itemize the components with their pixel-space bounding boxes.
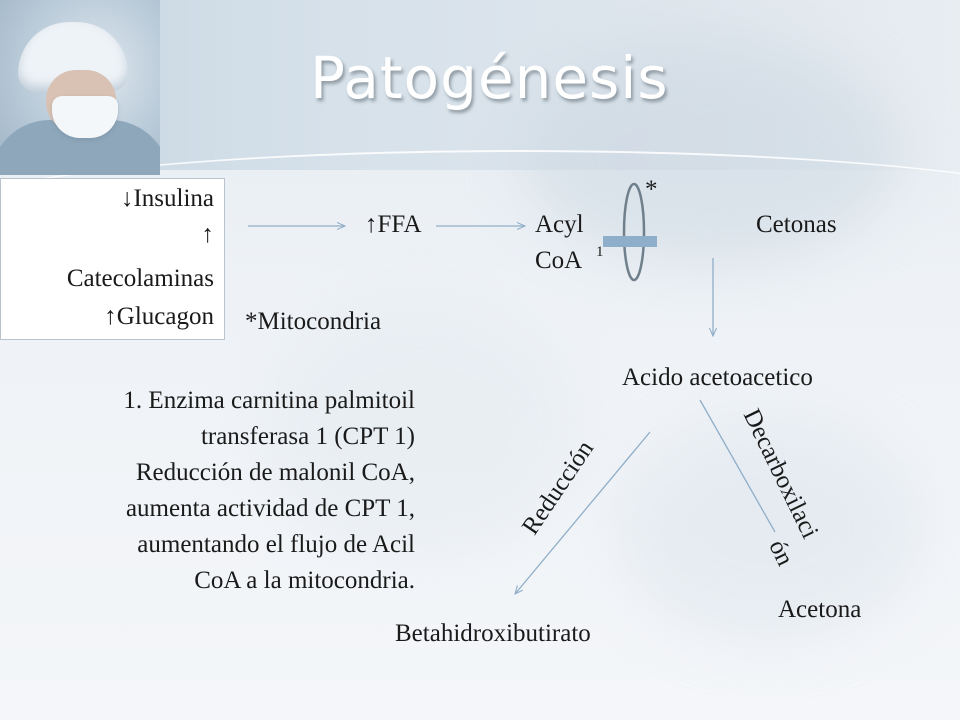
arrow-to-acetona — [699, 399, 776, 533]
header-swoosh-curve — [0, 150, 960, 292]
note-line: 1. Enzima carnitina palmitoil — [123, 387, 415, 414]
hormone-box: ↓Insulina ↑ Catecolaminas ↑Glucagon — [0, 178, 225, 340]
note-line: Reducción de malonil CoA, — [135, 459, 415, 486]
note-line: transferasa 1 (CPT 1) — [200, 423, 415, 450]
ffa-label: ↑FFA — [365, 211, 422, 238]
cetonas-label: Cetonas — [756, 211, 837, 238]
acido-acetoacetico-label: Acido acetoacetico — [622, 364, 813, 391]
background-blur — [620, 420, 920, 640]
cpt1-transporter-bar — [603, 236, 657, 247]
surgical-mask — [52, 96, 118, 138]
coa-label: CoA — [535, 247, 583, 274]
mitochondria-asterisk: * — [645, 176, 658, 203]
note-line: CoA a la mitocondria. — [194, 567, 415, 594]
slide-title: Patogénesis — [310, 44, 669, 112]
glucagon-label: ↑Glucagon — [104, 303, 214, 330]
mitocondria-note: *Mitocondria — [245, 308, 382, 335]
note-line: aumentando el flujo de Acil — [137, 531, 415, 558]
surgeon-photo — [0, 0, 160, 175]
acyl-label: Acyl — [535, 211, 584, 238]
mitochondrial-membrane-ring — [622, 182, 646, 282]
acetona-label: Acetona — [778, 596, 862, 623]
cpt1-explanation: 1. Enzima carnitina palmitoil transferas… — [20, 383, 415, 599]
arrow-to-betahidroxibutirato — [515, 431, 651, 594]
background-blur — [260, 300, 580, 560]
catecolaminas-label: Catecolaminas — [66, 265, 214, 292]
up-arrow-label: ↑ — [201, 221, 215, 248]
insulina-label: ↓Insulina — [120, 185, 214, 212]
note-line: aumenta actividad de CPT 1, — [125, 495, 415, 522]
footnote-marker: 1 — [596, 244, 604, 260]
header-band — [0, 0, 960, 170]
betahidroxibutirato-label: Betahidroxibutirato — [395, 620, 591, 647]
